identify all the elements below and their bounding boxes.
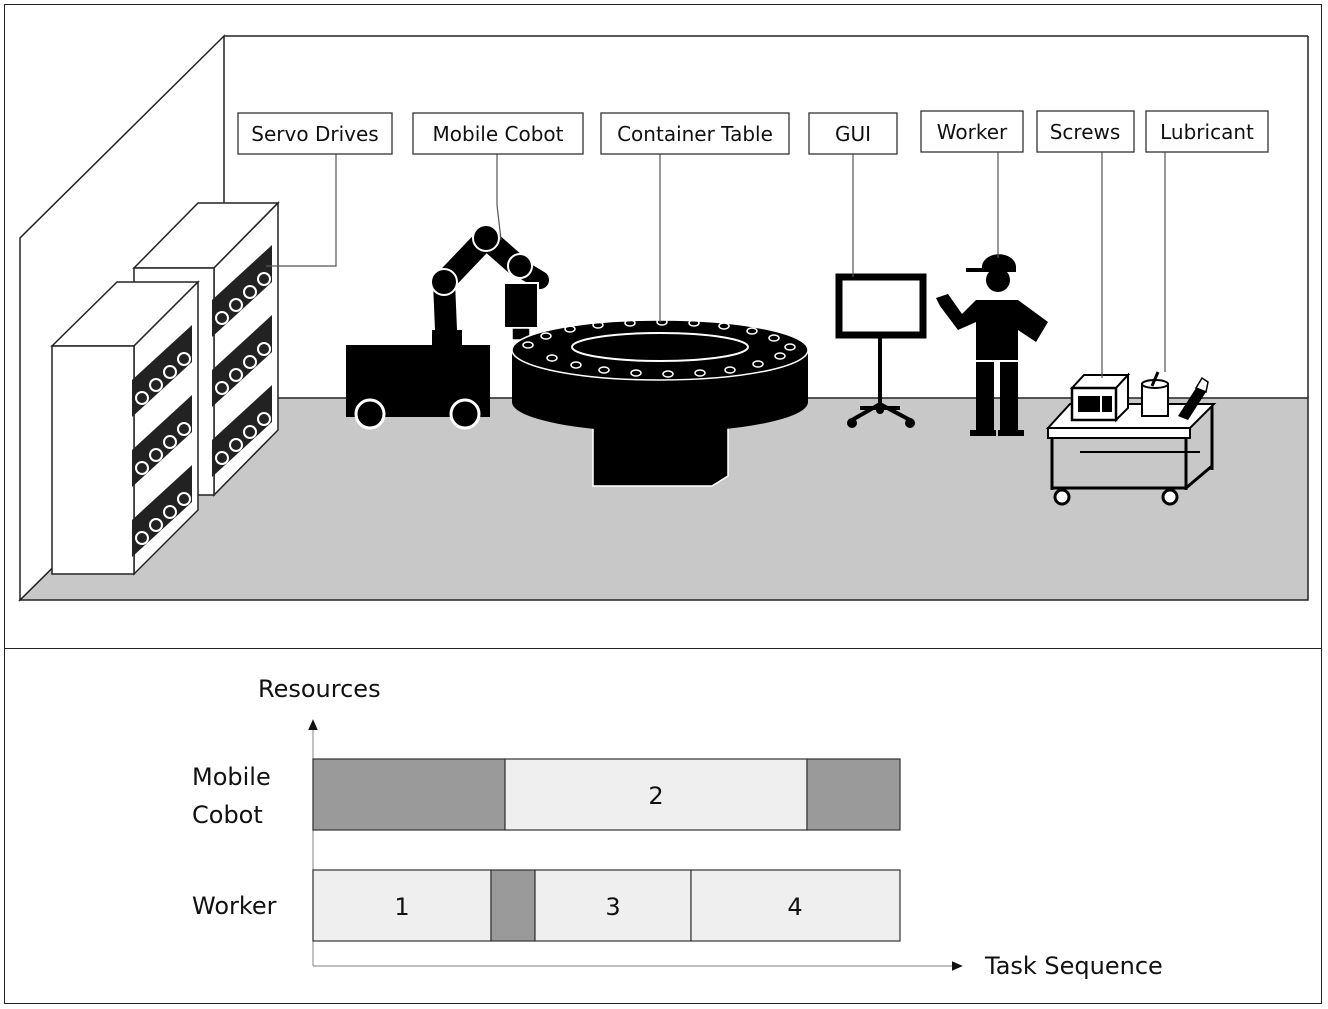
gui-terminal — [835, 273, 927, 428]
servo-drive-shelf-front — [50, 280, 200, 576]
panel-divider — [4, 648, 1322, 649]
callout-mobile-cobot: Mobile Cobot — [433, 122, 564, 146]
callout-lubricant: Lubricant — [1160, 120, 1254, 144]
callout-gui: GUI — [835, 122, 871, 146]
callout-leaders — [266, 152, 1166, 378]
worker-figure — [936, 254, 1048, 436]
callout-labels: Servo Drives Mobile Cobot Container Tabl… — [251, 120, 1254, 146]
callout-boxes — [237, 110, 1269, 155]
callout-worker: Worker — [937, 120, 1008, 144]
callout-container-table: Container Table — [617, 122, 773, 146]
lubricant-container — [1141, 371, 1209, 420]
material-cart — [1045, 371, 1217, 506]
screws-box — [1069, 372, 1131, 423]
mobile-cobot — [346, 224, 549, 430]
callout-servo-drives: Servo Drives — [251, 122, 378, 146]
figure-frame — [4, 4, 1322, 1004]
container-table — [511, 318, 809, 487]
callout-screws: Screws — [1050, 120, 1121, 144]
workcell-illustration: Servo Drives Mobile Cobot Container Tabl… — [18, 34, 1309, 602]
